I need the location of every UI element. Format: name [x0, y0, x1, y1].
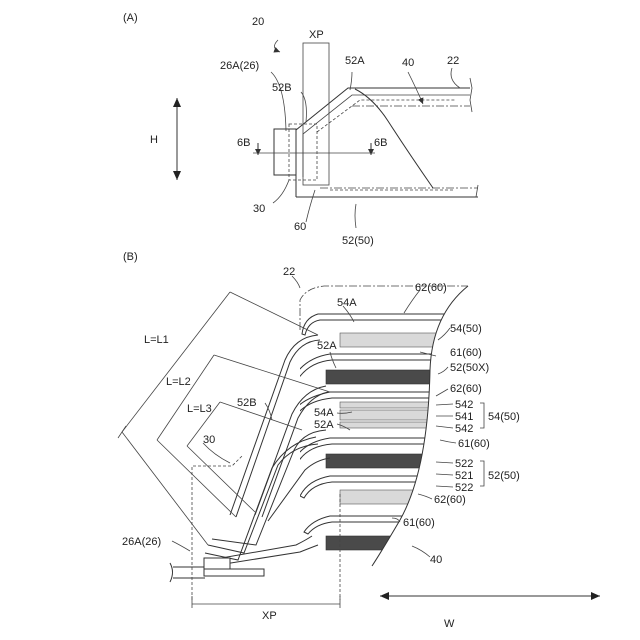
region-xp-b — [192, 456, 340, 600]
panel-a: (A) — [123, 12, 478, 247]
shield-40 — [355, 89, 433, 188]
wire-26a — [274, 129, 296, 175]
label-l2: L=L2 — [166, 376, 191, 388]
label-61-b: 61(60) — [458, 438, 490, 450]
label-40-b: 40 — [430, 554, 442, 566]
label-60-a: 60 — [294, 221, 306, 233]
label-xp-a: XP — [309, 29, 324, 41]
label-61-c: 61(60) — [403, 517, 435, 529]
label-52-50x: 52(50X) — [450, 362, 489, 374]
label-l3: L=L3 — [187, 403, 212, 415]
label-6b-left: 6B — [237, 137, 250, 149]
label-22-a: 22 — [447, 55, 459, 67]
panel-b-label: (B) — [123, 251, 138, 263]
label-52b-b: 52B — [237, 397, 257, 409]
terminal-plate — [204, 569, 264, 576]
label-30-b: 30 — [203, 434, 215, 446]
conductor-52-low — [326, 536, 480, 550]
conductor-52-top — [317, 100, 455, 132]
label-52b-a: 52B — [272, 82, 292, 94]
lead-bundle — [205, 335, 330, 566]
label-52a-a: 52A — [345, 55, 365, 67]
label-54-50: 54(50) — [450, 323, 482, 335]
panel-b: (B) — [118, 251, 600, 630]
label-54-50-group: 54(50) — [488, 411, 520, 423]
label-w: W — [444, 618, 455, 630]
label-52-50-a: 52(50) — [342, 235, 374, 247]
label-54a-mid: 54A — [314, 407, 334, 419]
label-30-a: 30 — [253, 203, 265, 215]
wire-26a-b — [170, 558, 264, 582]
label-6b-right: 6B — [374, 137, 387, 149]
label-26a-a: 26A(26) — [220, 60, 259, 72]
label-61-a: 61(60) — [450, 347, 482, 359]
panel-a-label: (A) — [123, 12, 138, 24]
label-22-b: 22 — [283, 266, 295, 278]
bracket-52 — [480, 461, 484, 486]
label-54a-top: 54A — [337, 297, 357, 309]
label-h: H — [150, 134, 158, 146]
conductor-54-top — [340, 333, 480, 347]
label-62-mid: 62(60) — [450, 383, 482, 395]
label-26a-b: 26A(26) — [122, 536, 161, 548]
label-542-b: 542 — [455, 423, 473, 435]
label-62-top: 62(60) — [415, 282, 447, 294]
label-541: 541 — [455, 411, 473, 423]
bracket-54 — [480, 403, 484, 428]
dimension-l1 — [118, 292, 318, 545]
label-52a-top: 52A — [317, 340, 337, 352]
label-40-a: 40 — [402, 57, 414, 69]
label-522-b: 522 — [455, 482, 473, 494]
label-542-a: 542 — [455, 399, 473, 411]
label-52a-mid: 52A — [314, 419, 334, 431]
label-62-low: 62(60) — [434, 494, 466, 506]
label-xp-b: XP — [262, 610, 277, 622]
label-52-50-group: 52(50) — [488, 470, 520, 482]
label-l1: L=L1 — [144, 334, 169, 346]
label-521: 521 — [455, 470, 473, 482]
label-20: 20 — [252, 16, 264, 28]
label-522-a: 522 — [455, 458, 473, 470]
